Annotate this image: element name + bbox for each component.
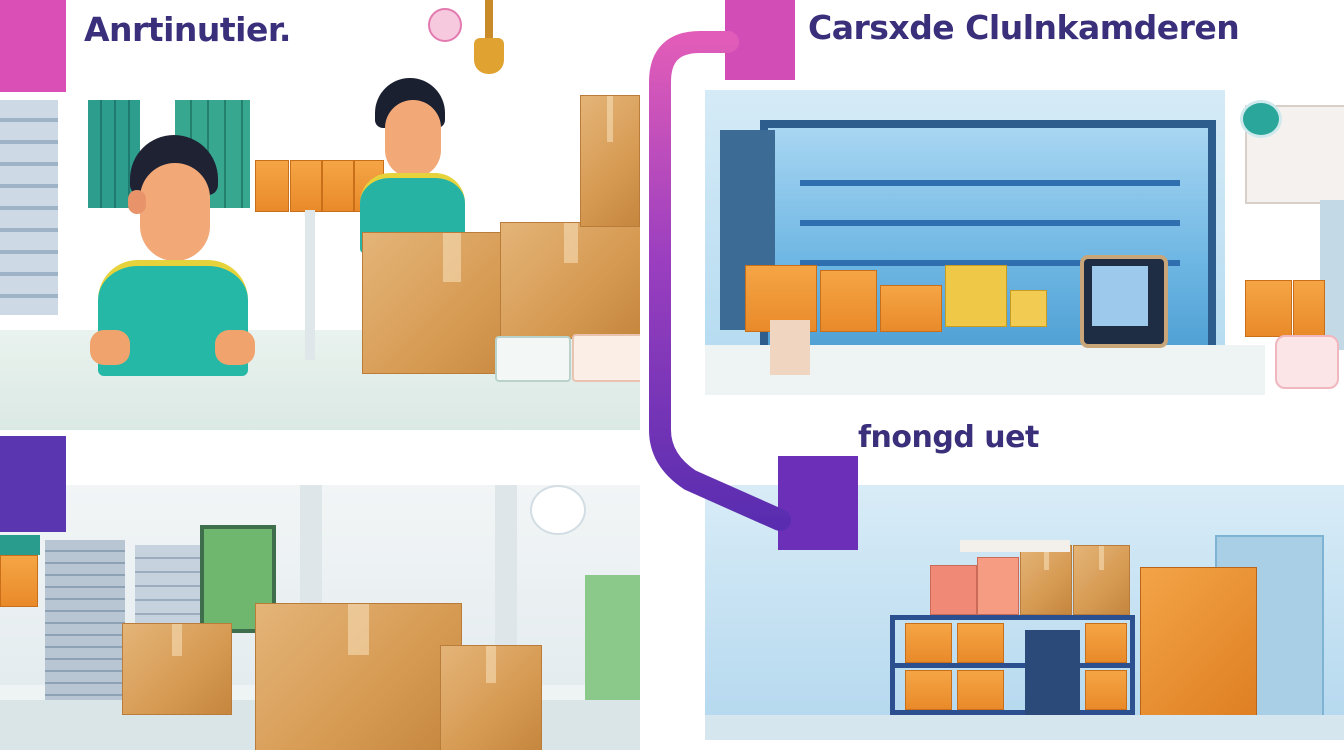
orange-crate [322,160,354,212]
worker-left [90,135,255,385]
yellow-crate [945,265,1007,327]
step-title: fnongd uet [858,420,1039,455]
orange-crate [905,670,952,710]
window-stripe [800,180,1180,186]
rack-post [1130,615,1135,715]
orange-crate [255,160,289,212]
step-marker-square [778,456,858,550]
step-title: Anrtinutier. [84,10,291,49]
tablet-screen [1092,266,1148,326]
step-marker-square [0,436,66,532]
window-stripe [800,220,1180,226]
tall-orange-box [1140,567,1257,717]
rack-post [890,615,895,715]
hand-cart [1025,630,1080,715]
pillar [495,485,517,695]
worker-arm [90,330,130,365]
orange-crate [957,670,1004,710]
orange-crate [1085,623,1127,663]
orange-crate [0,555,38,607]
orange-crate [905,623,952,663]
worker-arm [215,330,255,365]
orange-crate [820,270,877,332]
worker-ear [128,190,146,214]
support-pole [305,210,315,360]
panel-bottom-left [0,485,640,750]
pencil-cup [770,320,810,375]
worker-face [140,163,210,261]
orange-crate [1293,280,1325,337]
window-stripe [800,260,1180,266]
cardboard-box [500,222,640,339]
storage-shelf [0,100,58,315]
teal-cabinet [0,535,40,555]
rack-frame [890,710,1135,715]
panel-top-left: Anrtinutier. [0,0,640,430]
label-badge-icon [1240,100,1282,138]
cardboard-box [1020,545,1072,615]
pink-crate [977,557,1019,615]
cardboard-box [122,623,232,715]
crane-hook-icon [474,38,504,74]
floor [705,715,1344,740]
cardboard-box [1073,545,1130,615]
step-title: Carsxde Clulnkamderen [808,8,1240,47]
door [585,575,640,705]
cardboard-box-tall [580,95,640,227]
orange-crate [1245,280,1292,337]
orange-crate [1085,670,1127,710]
flow-connector-line [649,31,791,531]
pink-crate [930,565,977,615]
yellow-crate [1010,290,1047,327]
location-pin-icon [428,8,462,42]
worker-face [385,100,441,178]
item-tray [495,336,571,382]
item-tray [572,334,640,382]
server-rack [45,540,125,710]
cardboard-box [440,645,542,750]
orange-crate [880,285,942,332]
crane-hook-icon [485,0,493,40]
shelf-top [960,540,1070,552]
rack-frame [890,663,1135,668]
panel-top-right [700,90,1344,400]
orange-crate [957,623,1004,663]
panel-bottom-right [705,485,1344,740]
step-marker-square [0,0,66,92]
rack-frame [890,615,1135,620]
shield-icon [530,485,586,535]
produce-basket [1275,335,1339,389]
